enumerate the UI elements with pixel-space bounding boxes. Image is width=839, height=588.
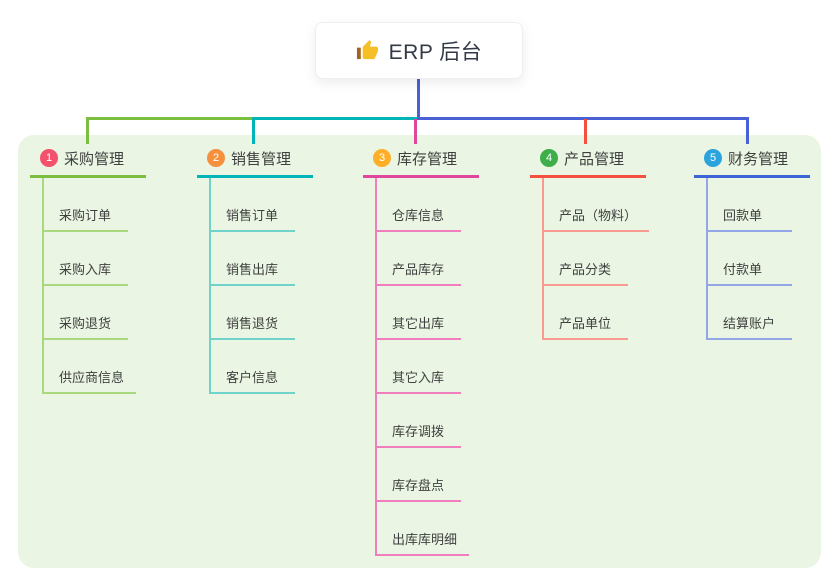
branch-inventory: 3 库存管理 仓库信息 产品库存 其它出库 其它入库 库存调拨 库存盘点 出库库… [363, 146, 513, 556]
connector-bus-green [86, 117, 253, 120]
badge-1: 1 [40, 149, 58, 167]
branch-sales: 2 销售管理 销售订单 销售出库 销售退货 客户信息 [197, 146, 347, 394]
branch-title-product[interactable]: 4 产品管理 [530, 146, 646, 178]
connector-bus-teal [253, 117, 417, 120]
child-item[interactable]: 付款单 [708, 232, 792, 286]
connector-root-stem [417, 79, 420, 117]
badge-2: 2 [207, 149, 225, 167]
child-item[interactable]: 采购入库 [44, 232, 128, 286]
branch-product: 4 产品管理 产品（物料） 产品分类 产品单位 [530, 146, 680, 340]
badge-5: 5 [704, 149, 722, 167]
child-item[interactable]: 仓库信息 [377, 178, 461, 232]
child-item[interactable]: 销售退货 [211, 286, 295, 340]
thumbs-up-icon [356, 39, 379, 62]
branch-purchase: 1 采购管理 采购订单 采购入库 采购退货 供应商信息 [30, 146, 180, 394]
connector-drop-1 [86, 117, 89, 144]
child-item[interactable]: 出库库明细 [377, 502, 470, 556]
child-item[interactable]: 销售出库 [211, 232, 295, 286]
background-panel [18, 135, 821, 568]
connector-drop-4 [584, 119, 587, 144]
child-item[interactable]: 采购订单 [44, 178, 128, 232]
child-item[interactable]: 供应商信息 [44, 340, 137, 394]
child-item[interactable]: 产品单位 [544, 286, 628, 340]
root-node[interactable]: ERP 后台 [315, 22, 523, 79]
child-item[interactable]: 库存调拨 [377, 394, 461, 448]
badge-3: 3 [373, 149, 391, 167]
branch-finance: 5 财务管理 回款单 付款单 结算账户 [694, 146, 839, 340]
branch-title-purchase[interactable]: 1 采购管理 [30, 146, 146, 178]
branch-title-sales[interactable]: 2 销售管理 [197, 146, 313, 178]
child-item[interactable]: 其它出库 [377, 286, 461, 340]
branch-title-finance[interactable]: 5 财务管理 [694, 146, 810, 178]
branch-label: 采购管理 [64, 150, 125, 168]
child-item[interactable]: 其它入库 [377, 340, 461, 394]
child-item[interactable]: 销售订单 [211, 178, 295, 232]
child-item[interactable]: 产品库存 [377, 232, 461, 286]
branch-title-inventory[interactable]: 3 库存管理 [363, 146, 479, 178]
root-title: ERP 后台 [388, 40, 483, 64]
connector-drop-5 [746, 117, 749, 144]
connector-drop-3 [414, 119, 417, 144]
child-item[interactable]: 产品分类 [544, 232, 628, 286]
child-item[interactable]: 库存盘点 [377, 448, 461, 502]
child-item[interactable]: 采购退货 [44, 286, 128, 340]
child-item[interactable]: 客户信息 [211, 340, 295, 394]
branch-label: 库存管理 [397, 150, 458, 168]
child-item[interactable]: 结算账户 [708, 286, 792, 340]
branch-label: 财务管理 [728, 150, 789, 168]
branch-label: 销售管理 [231, 150, 292, 168]
child-item[interactable]: 回款单 [708, 178, 792, 232]
connector-bus-blue [417, 117, 749, 120]
branch-label: 产品管理 [564, 150, 625, 168]
connector-drop-2 [252, 117, 255, 144]
badge-4: 4 [540, 149, 558, 167]
child-item[interactable]: 产品（物料） [544, 178, 650, 232]
